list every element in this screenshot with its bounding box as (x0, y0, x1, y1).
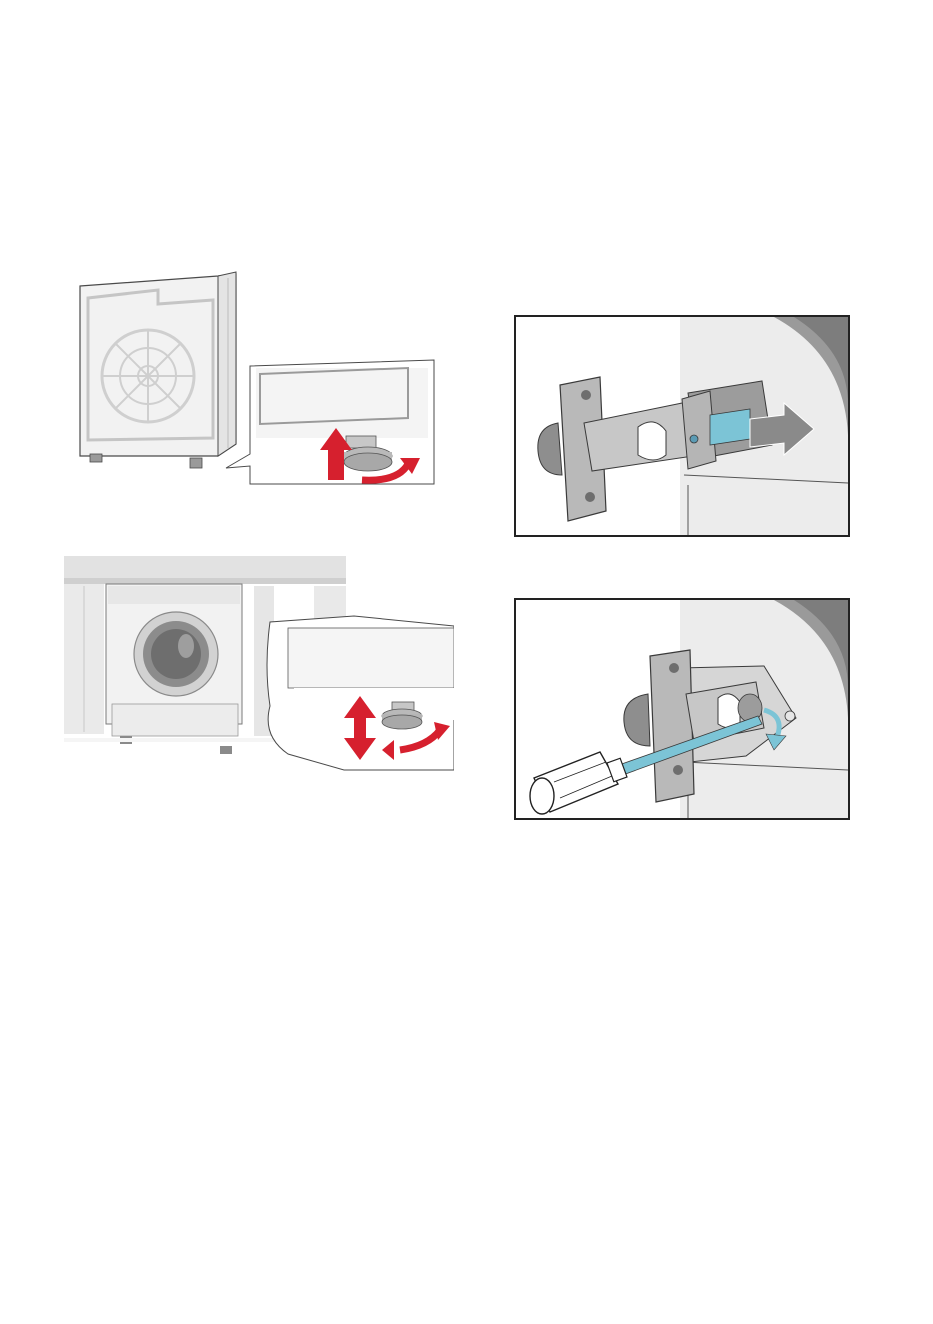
figure-washer-installed-foot-adjust (64, 556, 454, 774)
figure-washer-rear-foot-adjust (78, 268, 438, 486)
washer-rear-foot-adjust-illustration (78, 268, 438, 486)
figure-door-hinge-removal (514, 315, 850, 537)
figure-door-hinge-screwdriver (514, 598, 850, 820)
washer-installed-foot-adjust-illustration (64, 556, 454, 774)
door-hinge-removal-illustration (514, 315, 850, 537)
door-hinge-screwdriver-illustration (514, 598, 850, 820)
